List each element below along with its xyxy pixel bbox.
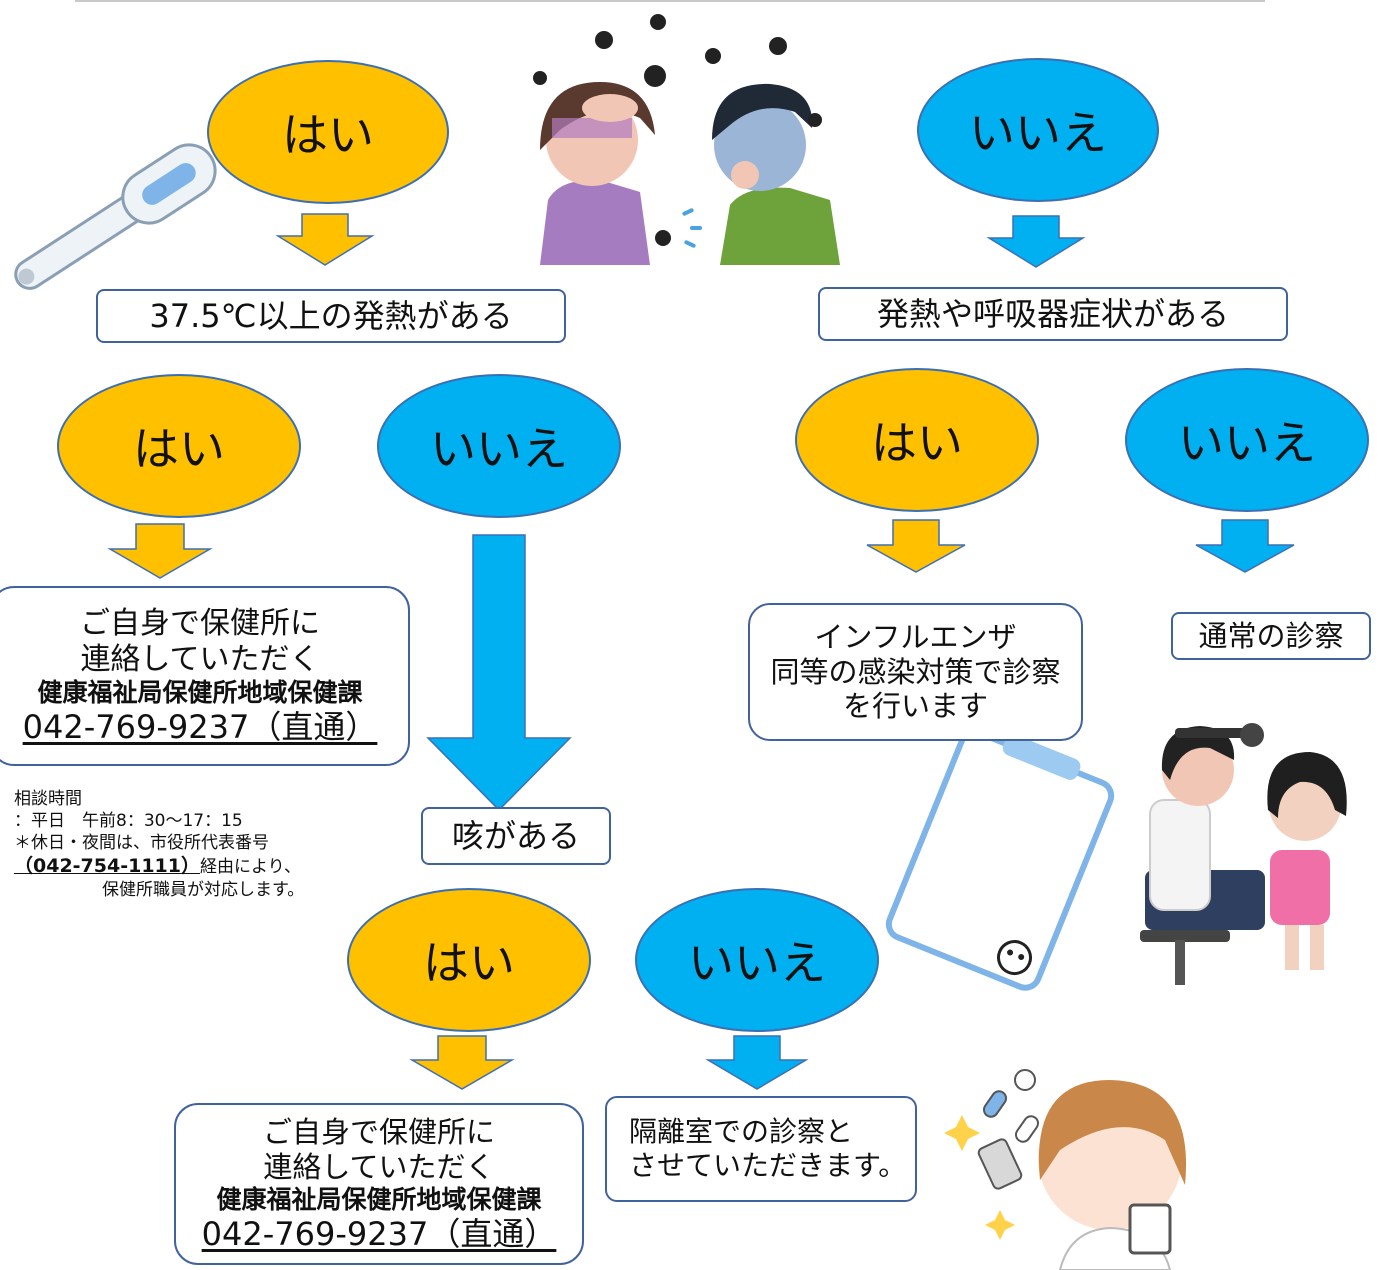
influenza-measures-box: インフルエンザ 同等の感染対策で診察 を行います [748, 603, 1083, 741]
influenza-line1: インフルエンザ [814, 619, 1017, 654]
consult-title: 相談時間 [14, 789, 82, 809]
answer-label: いいえ [1178, 416, 1316, 470]
arrow-down [705, 1035, 809, 1090]
flow-arrows [107, 213, 1295, 1090]
contact-organization: 健康福祉局保健所地域保健課 [216, 1184, 542, 1214]
arrow-down [1195, 519, 1295, 573]
contact-line1: ご自身で保健所に [262, 1115, 495, 1149]
answer-yes-oval: はい [57, 374, 301, 518]
consult-via: 経由により、 [199, 857, 301, 878]
sick-people-icon [533, 14, 840, 265]
nurse-medicine-icon [944, 1069, 1187, 1270]
normal-exam-box: 通常の診察 [1171, 612, 1371, 660]
answer-label: はい [282, 108, 374, 162]
answer-no-oval: いいえ [377, 374, 621, 518]
influenza-line3: を行います [842, 689, 988, 724]
clipboard-icon [885, 729, 1115, 991]
doctor-examination-icon [1140, 723, 1347, 985]
question-symptoms-text: 発熱や呼吸器症状がある [876, 294, 1229, 333]
answer-no-oval: いいえ [917, 58, 1159, 202]
question-cough-text: 咳がある [451, 816, 580, 855]
answer-yes-oval: はい [207, 60, 449, 204]
normal-exam-text: 通常の診察 [1198, 618, 1344, 653]
arrow-down [866, 519, 966, 573]
consult-weekday: ：平日 午前8：30〜17：15 [14, 811, 243, 832]
answer-label: いいえ [430, 422, 568, 476]
contact-health-center-box: ご自身で保健所に 連絡していただく 健康福祉局保健所地域保健課 042-769-… [0, 586, 410, 766]
consult-city-phone-line: （042-754-1111）経由により、 [14, 854, 304, 879]
question-symptoms-box: 発熱や呼吸器症状がある [818, 287, 1288, 341]
isolation-room-box: 隔離室での診察と させていただきます。 [605, 1096, 917, 1202]
arrow-down [986, 215, 1086, 268]
isolation-line2: させていただきます。 [629, 1149, 907, 1182]
question-fever-text: 37.5℃以上の発熱がある [149, 296, 513, 335]
answer-label: いいえ [969, 106, 1107, 160]
answer-label: はい [871, 416, 963, 470]
contact-health-center-box: ご自身で保健所に 連絡していただく 健康福祉局保健所地域保健課 042-769-… [174, 1103, 584, 1265]
influenza-line2: 同等の感染対策で診察 [770, 654, 1061, 689]
contact-phone: 042-769-9237（直通） [22, 707, 378, 746]
answer-yes-oval: はい [795, 368, 1039, 512]
consult-staff: 保健所職員が対応します。 [102, 879, 305, 900]
arrow-down [275, 213, 375, 266]
contact-line1: ご自身で保健所に [80, 605, 320, 641]
contact-line2: 連絡していただく [263, 1149, 495, 1184]
arrow-down [409, 1035, 515, 1090]
question-cough-box: 咳がある [421, 807, 611, 865]
top-divider [75, 0, 1265, 2]
arrow-down [107, 523, 213, 579]
isolation-line1: 隔離室での診察と [629, 1115, 854, 1149]
answer-yes-oval: はい [347, 888, 591, 1032]
answer-no-oval: いいえ [1125, 368, 1369, 512]
contact-phone: 042-769-9237（直通） [201, 1214, 557, 1253]
consult-holiday: ＊休日・夜間は、市役所代表番号 [14, 833, 269, 854]
contact-line2: 連絡していただく [80, 641, 320, 677]
thermometer-icon [14, 143, 217, 290]
answer-label: いいえ [688, 936, 826, 990]
answer-label: はい [423, 936, 515, 990]
arrow-down [426, 534, 572, 812]
consult-city-phone: （042-754-1111） [14, 855, 200, 878]
consultation-hours-note: 相談時間 ：平日 午前8：30〜17：15 ＊休日・夜間は、市役所代表番号 （0… [14, 788, 304, 901]
answer-label: はい [133, 422, 225, 476]
answer-no-oval: いいえ [635, 888, 879, 1032]
contact-organization: 健康福祉局保健所地域保健課 [37, 677, 363, 707]
question-fever-box: 37.5℃以上の発熱がある [96, 289, 566, 343]
